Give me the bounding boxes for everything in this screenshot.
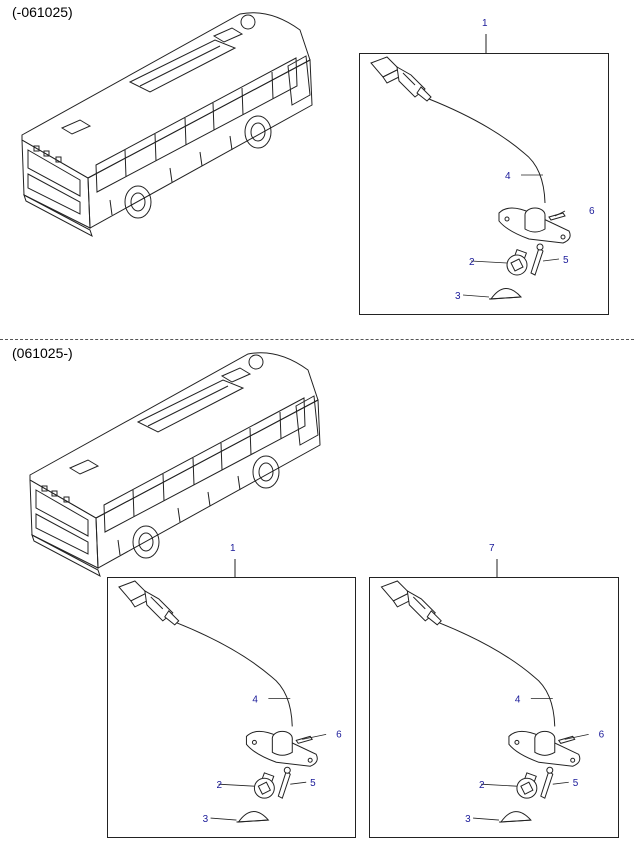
connector-icon [118, 580, 180, 626]
bulb-icon [506, 248, 528, 276]
assembly-number: 7 [489, 543, 495, 554]
part-number-2: 2 [217, 780, 223, 791]
assembly-frame [107, 577, 356, 838]
part-number-2: 2 [479, 780, 485, 791]
license-lamp-assembly: 4 6 2 5 3 [380, 580, 605, 825]
part-number-4: 4 [252, 695, 258, 706]
part-number-4: 4 [515, 695, 521, 706]
part-number-3: 3 [203, 814, 209, 825]
cable-line [428, 98, 546, 204]
license-lamp-assembly: 4 6 2 5 3 [118, 580, 342, 825]
part-number-6: 6 [589, 206, 595, 217]
connector-icon [380, 580, 442, 626]
part-number-6: 6 [336, 729, 342, 740]
lens-icon [498, 811, 532, 823]
bulb-icon [516, 772, 538, 799]
section-range-label: (-061025) [12, 4, 73, 20]
cable-line [439, 622, 556, 727]
bus-illustration [29, 352, 321, 578]
screw-icon [540, 766, 554, 799]
lens-icon [236, 811, 270, 823]
bus-illustration [21, 12, 313, 238]
assembly-number: 1 [230, 543, 236, 554]
part-number-2: 2 [469, 257, 475, 268]
part-number-5: 5 [573, 778, 579, 789]
part-number-6: 6 [599, 729, 605, 740]
screw-icon [277, 766, 291, 799]
assembly-number: 1 [482, 18, 488, 29]
lamp-base-icon [498, 207, 571, 244]
bulb-icon [253, 772, 275, 799]
section-divider [0, 339, 634, 340]
part-number-4: 4 [505, 171, 511, 182]
screw-icon [530, 243, 544, 276]
part-number-5: 5 [563, 255, 569, 266]
lamp-base-icon [245, 730, 318, 767]
lamp-base-icon [508, 730, 581, 767]
cable-line [176, 622, 293, 727]
section-range-label: (061025-) [12, 345, 73, 361]
part-number-5: 5 [310, 778, 316, 789]
assembly-frame [369, 577, 619, 838]
part-number-3: 3 [465, 814, 471, 825]
assembly-frame [359, 53, 609, 315]
connector-icon [370, 56, 432, 102]
lens-icon [488, 288, 523, 300]
part-number-3: 3 [455, 291, 461, 302]
license-lamp-assembly: 4 6 2 5 3 [370, 56, 595, 302]
